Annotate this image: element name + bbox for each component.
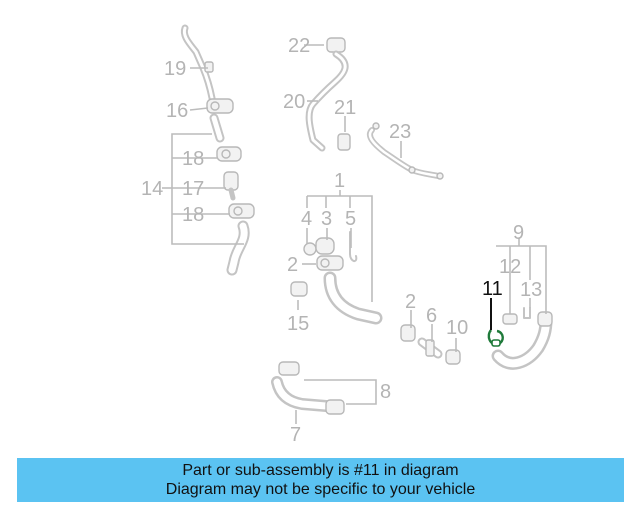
leader-lines <box>162 44 547 424</box>
part-label-16: 16 <box>166 100 188 122</box>
part-label-2: 2 <box>287 254 298 276</box>
banner-line-2: Diagram may not be specific to your vehi… <box>165 481 476 498</box>
part-label-3: 3 <box>321 208 332 230</box>
left-hose-assembly <box>180 24 255 276</box>
center-hose-assembly <box>290 231 383 325</box>
part-label-2: 2 <box>405 291 416 313</box>
part-label-14: 14 <box>141 178 163 200</box>
right-hose-assembly <box>487 307 553 370</box>
part-label-1: 1 <box>334 170 345 192</box>
part-labels: 19 16 18 14 17 18 22 20 21 23 1 4 3 5 2 … <box>141 35 542 446</box>
part-label-18: 18 <box>182 204 204 226</box>
info-banner: Part or sub-assembly is #11 in diagram D… <box>17 458 624 502</box>
part-label-18: 18 <box>182 148 204 170</box>
part-label-8: 8 <box>380 381 391 403</box>
part-label-17: 17 <box>182 178 204 200</box>
bracket-pipe-23 <box>366 122 444 180</box>
part-label-15: 15 <box>287 313 309 335</box>
part-11-clamp[interactable] <box>487 329 504 347</box>
part-label-11: 11 <box>482 278 503 300</box>
bottom-hose-assembly <box>271 361 345 415</box>
part-label-7: 7 <box>290 424 301 446</box>
part-label-9: 9 <box>513 222 524 244</box>
part-label-13: 13 <box>520 279 542 301</box>
part-label-22: 22 <box>288 35 310 57</box>
part-label-19: 19 <box>164 58 186 80</box>
upper-pipe-assembly <box>305 37 351 152</box>
banner-line-1: Part or sub-assembly is #11 in diagram <box>182 462 459 479</box>
part-label-4: 4 <box>301 208 312 230</box>
part-label-21: 21 <box>334 97 356 119</box>
part-label-5: 5 <box>345 208 356 230</box>
part-label-12: 12 <box>499 256 521 278</box>
fittings-group <box>400 324 461 365</box>
part-label-6: 6 <box>426 305 437 327</box>
part-label-10: 10 <box>446 317 468 339</box>
part-label-20: 20 <box>283 91 305 113</box>
part-label-23: 23 <box>389 121 411 143</box>
